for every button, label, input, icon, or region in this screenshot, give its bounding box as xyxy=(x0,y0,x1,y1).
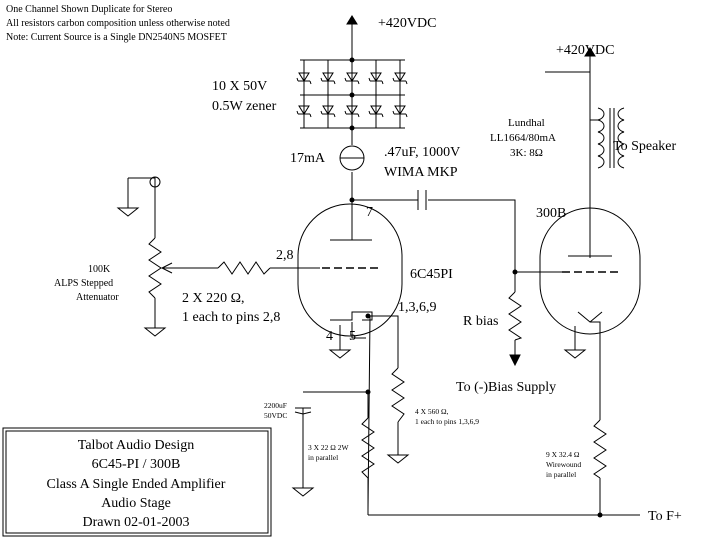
wiring xyxy=(127,15,640,516)
title-block: Talbot Audio Design 6C45-PI / 300B Class… xyxy=(47,438,226,530)
grid-stopper-resistor xyxy=(217,261,271,275)
resistors xyxy=(148,237,607,479)
note-line-1: One Channel Shown Duplicate for Stereo xyxy=(6,4,172,15)
output-label: To F+ xyxy=(648,509,682,524)
title-line-3: Class A Single Ended Amplifier xyxy=(47,477,226,492)
transformer-label-2: LL1664/80mA xyxy=(490,132,556,144)
zener-label-1: 10 X 50V xyxy=(212,79,267,94)
ground-symbols xyxy=(116,207,587,497)
attenuator-label-1: 100K xyxy=(88,264,111,275)
heater-pin-b-label: 5 xyxy=(349,329,356,344)
title-block-frame xyxy=(2,427,272,537)
tube-300b-label: 300B xyxy=(536,206,566,221)
transformer-label-3: 3K: 8Ω xyxy=(510,147,543,159)
tube-6c45-symbol xyxy=(297,203,403,337)
attenuator-label-2: ALPS Stepped xyxy=(54,278,113,289)
grid-stopper-label-2: 1 each to pins 2,8 xyxy=(182,310,280,325)
heater-resistor-label-2: 1 each to pins 1,3,6,9 xyxy=(415,417,479,426)
cathode-resistor-label-2: in parallel xyxy=(308,453,338,462)
junction-dots xyxy=(349,57,603,518)
title-line-5: Drawn 02-01-2003 xyxy=(83,515,190,530)
grid-pins-label: 2,8 xyxy=(276,248,294,263)
heater-resistor xyxy=(391,367,405,423)
transformer-label-1: Lundhal xyxy=(508,117,545,129)
grid-stopper-label-1: 2 X 220 Ω, xyxy=(182,291,245,306)
supply-label-right: +420VDC xyxy=(556,43,614,58)
wirewound-label-3: in parallel xyxy=(546,470,576,479)
wirewound-label-1: 9 X 32.4 Ω xyxy=(546,450,580,459)
tube-300b-symbol xyxy=(539,207,641,335)
note-line-3: Note: Current Source is a Single DN2540N… xyxy=(6,32,227,43)
title-line-2: 6C45-PI / 300B xyxy=(92,457,181,472)
output-transformer xyxy=(597,107,625,169)
cathode-capacitor xyxy=(294,407,312,415)
zener-label-2: 0.5W zener xyxy=(212,99,277,114)
coupling-capacitor xyxy=(417,190,427,210)
current-source-symbol xyxy=(339,145,365,171)
wirewound-label-2: Wirewound xyxy=(546,460,581,469)
title-line-1: Talbot Audio Design xyxy=(78,438,194,453)
cathode-cap-label-1: 2200uF xyxy=(264,401,287,410)
cathode-resistor-label-1: 3 X 22 Ω 2W xyxy=(308,443,349,452)
heater-pin-a-label: 4 xyxy=(326,329,333,344)
attenuator-label-3: Attenuator xyxy=(76,292,119,303)
bias-resistor xyxy=(508,291,523,341)
bias-supply-label: To (-)Bias Supply xyxy=(456,380,556,395)
attenuator-resistor xyxy=(148,237,162,299)
input-jack xyxy=(128,176,161,188)
bias-resistor-label: R bias xyxy=(463,314,498,329)
coupling-cap-label-2: WIMA MKP xyxy=(384,165,458,180)
tube-6c45-label: 6C45PI xyxy=(410,267,453,282)
speaker-label: To Speaker xyxy=(613,139,677,154)
cathode-pins-label: 1,3,6,9 xyxy=(398,300,437,315)
plate-pin-label: 7 xyxy=(366,205,373,220)
cathode-resistor xyxy=(361,417,375,479)
supply-label-left: +420VDC xyxy=(378,16,436,31)
coupling-cap-label-1: .47uF, 1000V xyxy=(384,145,460,160)
title-line-4: Audio Stage xyxy=(101,496,171,511)
current-source-label: 17mA xyxy=(290,151,326,166)
cathode-cap-label-2: 50VDC xyxy=(264,411,287,420)
wirewound-resistor xyxy=(593,419,607,479)
note-line-2: All resistors carbon composition unless … xyxy=(6,18,230,29)
heater-resistor-label-1: 4 X 560 Ω, xyxy=(415,407,449,416)
